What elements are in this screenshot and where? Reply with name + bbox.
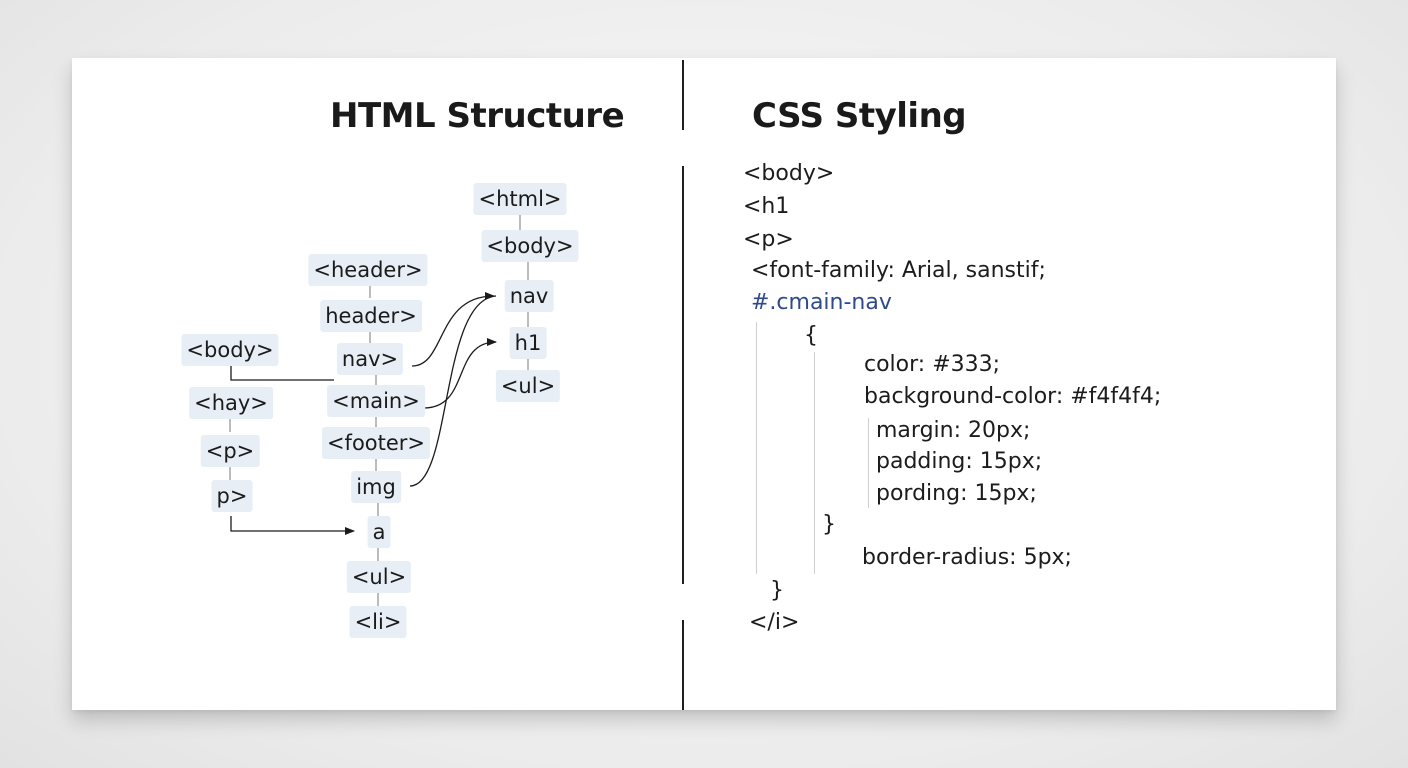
panel-divider-bottom [682, 620, 684, 710]
css-line-open-brace: { [804, 323, 818, 348]
tree-node-h1: h1 [509, 327, 547, 359]
tree-node-main: <main> [327, 385, 425, 417]
tree-node-body: <body> [481, 230, 579, 262]
css-line-body: <body> [743, 161, 835, 186]
css-line-color: color: #333; [864, 352, 1001, 377]
tree-node-header-tag: <header> [308, 254, 428, 286]
tree-node-footer: <footer> [321, 427, 431, 459]
tree-node-a: a [367, 516, 391, 548]
css-line-close-tag: </i> [749, 610, 800, 635]
panel-divider-lower [682, 166, 684, 584]
arrow-p-to-a [230, 516, 355, 535]
tree-node-p: p> [211, 480, 253, 512]
tree-node-header-text: header> [320, 300, 422, 332]
tree-node-html: <html> [473, 183, 567, 215]
css-line-close-brace-outer: } [770, 578, 784, 603]
tree-node-p-tag: <p> [200, 435, 260, 467]
tree-node-ul: <ul> [495, 370, 561, 402]
css-line-font-family: <font-family: Arial, sanstif; [751, 258, 1046, 283]
tree-node-li: <li> [349, 606, 407, 638]
panel-divider-upper [682, 60, 684, 130]
arrow-nav-to-nav [411, 292, 495, 367]
css-line-margin: margin: 20px; [876, 418, 1031, 443]
tree-node-body-left: <body> [181, 334, 279, 366]
arrow-main-to-h1 [423, 338, 497, 409]
css-line-padding: padding: 15px; [876, 449, 1043, 474]
tree-node-nav-mid: nav> [336, 343, 404, 375]
css-line-border-radius: border-radius: 5px; [862, 545, 1072, 570]
html-structure-title: HTML Structure [330, 96, 625, 136]
tree-node-nav: nav [504, 280, 554, 312]
css-line-background: background-color: #f4f4f4; [864, 384, 1162, 409]
edge-body-to-nav [230, 366, 334, 381]
css-line-h1: <h1 [743, 194, 790, 219]
indent-guide-inner [868, 418, 869, 508]
tree-node-hay: <hay> [189, 387, 273, 419]
diagram-card [72, 58, 1336, 710]
css-line-p: <p> [743, 227, 794, 252]
indent-guide-outer [756, 322, 757, 574]
css-line-pording: pording: 15px; [876, 481, 1037, 506]
tree-node-img: img [351, 471, 401, 503]
tree-node-ul-mid: <ul> [346, 561, 412, 593]
css-line-selector: #.cmain-nav [751, 290, 892, 315]
css-line-close-brace-inner: } [822, 512, 836, 537]
edge-img-to-nav [409, 295, 497, 487]
indent-guide-block [814, 352, 815, 574]
css-styling-title: CSS Styling [752, 96, 967, 136]
